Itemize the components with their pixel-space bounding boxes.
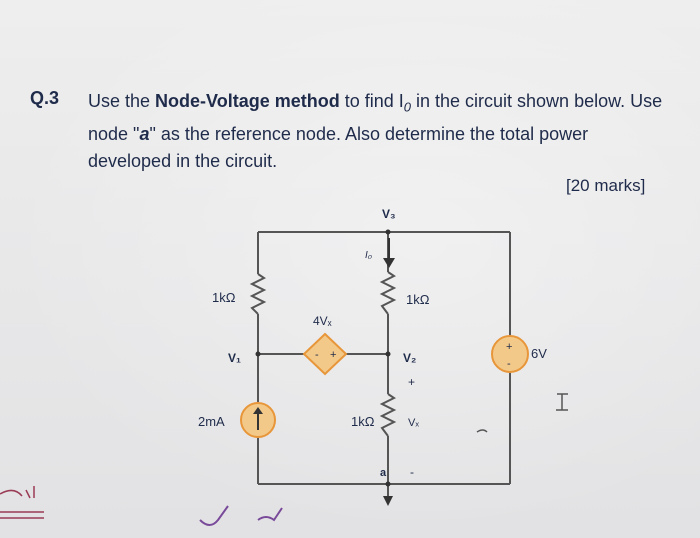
resistor-bottom-mid [379, 393, 397, 437]
question-line-3: developed in the circuit. [88, 150, 278, 171]
marks-label: [20 marks] [566, 176, 646, 195]
io-arrow-head [383, 258, 395, 268]
node-dot-a [385, 481, 391, 487]
label-vx: Vₓ [408, 417, 419, 429]
dependent-source-diamond [302, 332, 348, 376]
voltage-source-circle [491, 335, 529, 373]
text-fragment: to find I [339, 91, 404, 111]
ground-arrow-icon [383, 496, 393, 506]
label-vx-plus: + [408, 375, 415, 389]
label-r-top-right: 1kΩ [406, 292, 430, 307]
text-fragment: " as the reference node. Also determine … [149, 123, 589, 144]
label-node-a: a [380, 467, 387, 479]
node-dot-v1 [255, 351, 261, 357]
vsrc-minus-sign: - [507, 358, 511, 370]
reference-node: a [139, 123, 150, 144]
label-io-handwritten: I₀ [365, 250, 372, 261]
label-vx-minus: - [410, 465, 414, 479]
vsrc-plus-sign: + [506, 341, 512, 353]
current-source-arrow-icon [253, 407, 263, 414]
label-v2: V₂ [403, 351, 416, 365]
question-number: Q.3 [30, 88, 60, 108]
handwritten-bottom-scribble [199, 505, 283, 526]
label-voltage-source: 6V [531, 346, 547, 361]
text-fragment: in the circuit shown below. Use [411, 91, 663, 111]
label-r-bottom-mid: 1kΩ [351, 414, 375, 429]
io-subscript: 0 [403, 99, 411, 115]
resistor-left [249, 273, 267, 315]
method-name: Node-Voltage method [155, 91, 340, 111]
label-current-source: 2mA [198, 414, 225, 429]
handwritten-mark-icon [556, 393, 568, 411]
label-v1: V₁ [228, 351, 241, 365]
question-line-1: Use the Node-Voltage method to find I0 i… [88, 88, 700, 121]
dep-minus-sign: - [315, 349, 319, 361]
node-dot-v2 [385, 351, 391, 357]
dep-plus-sign: + [330, 349, 336, 361]
handwritten-tick-icon [476, 429, 488, 433]
resistor-top-right [379, 271, 397, 315]
text-fragment: node " [88, 123, 140, 144]
question-text: Use the Node-Voltage method to find I0 i… [88, 88, 700, 175]
label-r-left: 1kΩ [212, 290, 236, 305]
handwritten-sol-icon [0, 486, 35, 499]
label-v3: V₃ [382, 207, 396, 221]
question-line-2: node "a" as the reference node. Also det… [88, 121, 700, 148]
node-dot-v3 [385, 229, 391, 235]
text-fragment: Use the [88, 91, 156, 111]
label-dep-source: 4Vₓ [313, 314, 332, 328]
